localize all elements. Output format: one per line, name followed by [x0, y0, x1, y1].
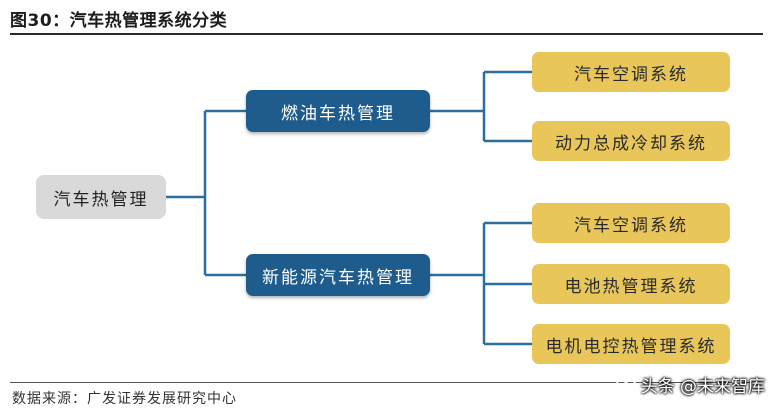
leaf-node-motor-control-thermal: 电机电控热管理系统: [532, 324, 730, 364]
leaf-node-powertrain-cooling: 动力总成冷却系统: [532, 121, 730, 161]
leaf-node-ac-system: 汽车空调系统: [532, 52, 730, 92]
footer-divider: [10, 382, 763, 383]
title-divider: [10, 33, 763, 35]
branch-node-new-energy-vehicle: 新能源汽车热管理: [246, 254, 430, 296]
watermark: 头条 @未来智库: [615, 372, 765, 397]
figure-title: 图30：汽车热管理系统分类: [10, 11, 228, 31]
watermark-logo-icon: [615, 374, 636, 395]
watermark-text: 头条 @未来智库: [640, 377, 765, 397]
leaf-node-ev-ac-system: 汽车空调系统: [532, 203, 730, 243]
branch-node-fuel-vehicle: 燃油车热管理: [246, 90, 430, 132]
data-source: 数据来源：广发证券发展研究中心: [12, 391, 237, 407]
root-node: 汽车热管理: [36, 175, 166, 219]
leaf-node-battery-thermal: 电池热管理系统: [532, 264, 730, 304]
